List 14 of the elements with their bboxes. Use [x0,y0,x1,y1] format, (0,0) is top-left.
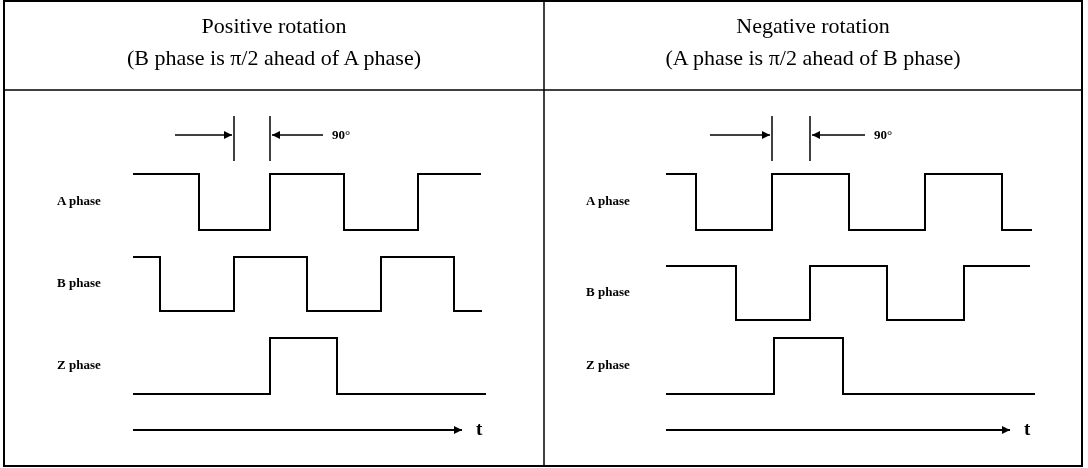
angle-label: 90° [874,127,893,143]
phase-label: Z phase [57,357,101,373]
column-header: Negative rotation [735,14,891,38]
column-subheader: (B phase is π/2 ahead of A phase) [126,46,422,70]
phase-label: B phase [586,284,630,300]
phase-label: B phase [57,275,101,291]
axis-label: t [1024,418,1031,440]
phase-label: A phase [57,193,101,209]
column-subheader: (A phase is π/2 ahead of B phase) [664,46,962,70]
phase-label: A phase [586,193,630,209]
column-header: Positive rotation [200,14,348,38]
angle-label: 90° [332,127,351,143]
phase-label: Z phase [586,357,630,373]
axis-label: t [476,418,483,440]
